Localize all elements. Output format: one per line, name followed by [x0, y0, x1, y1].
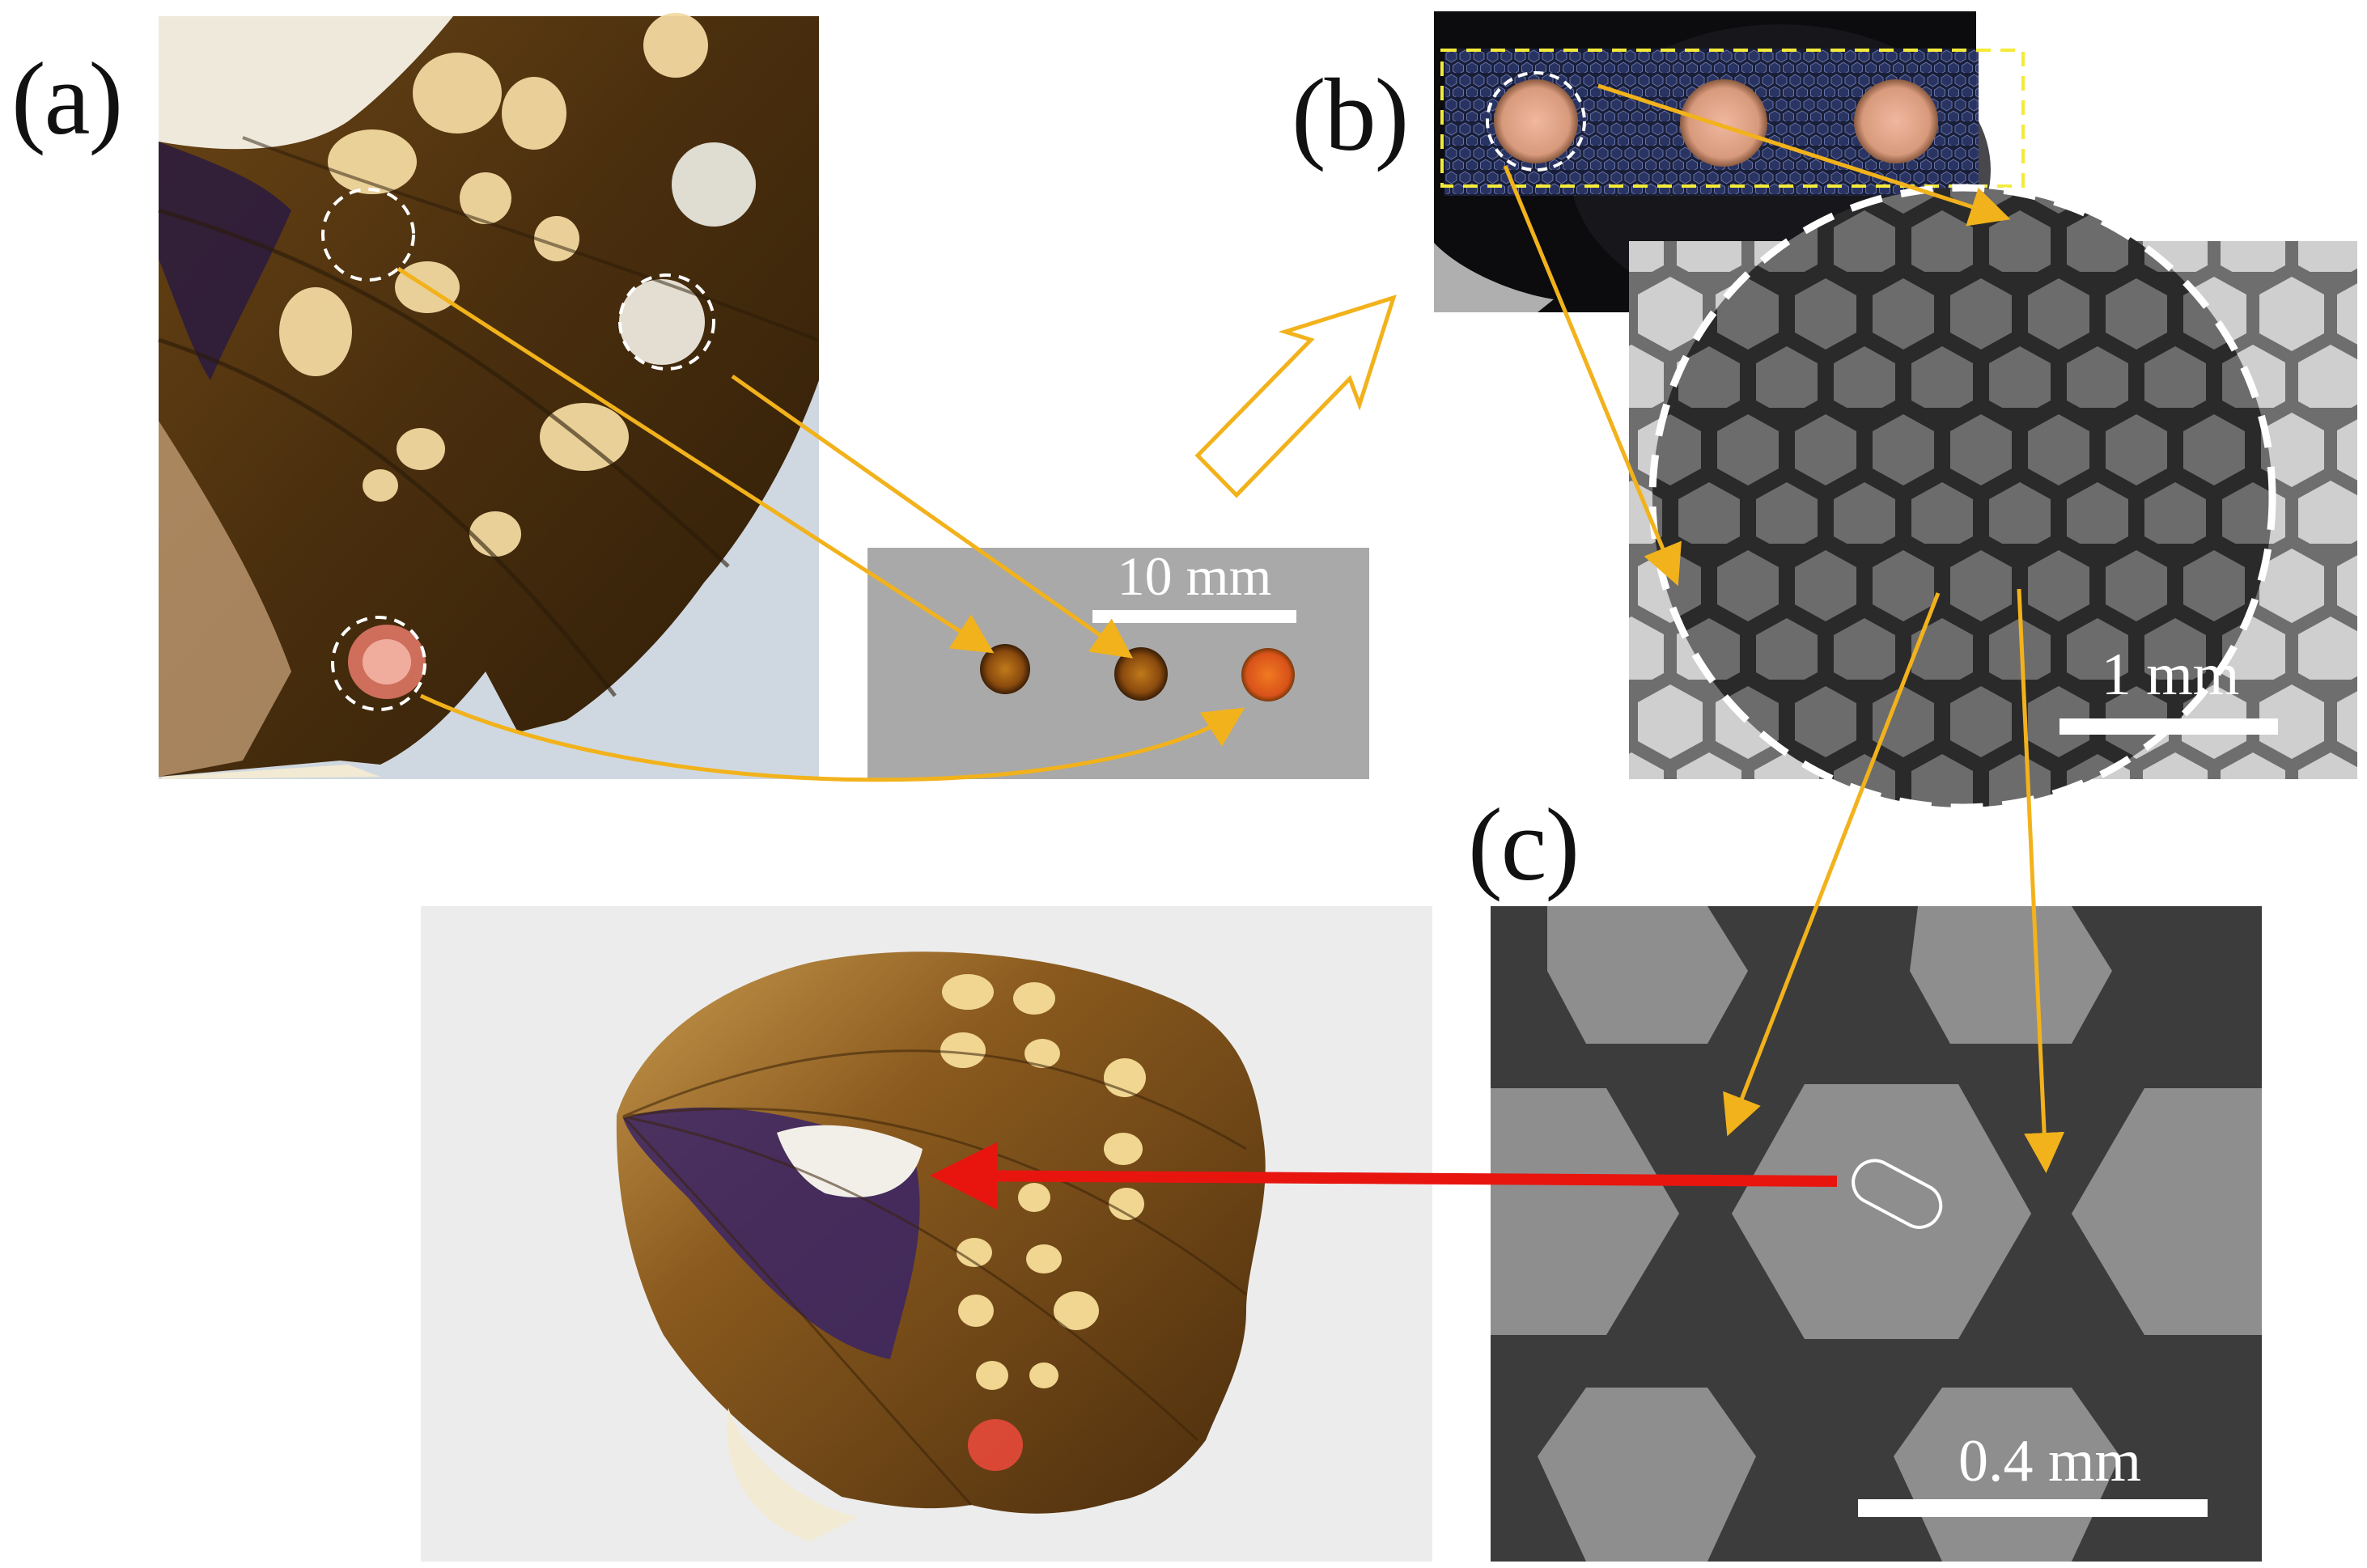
grid-magnified-photo: 1 mm	[1629, 184, 2357, 812]
panel-label-a: (a)	[11, 41, 123, 156]
sem-photo: 0.4 mm	[1491, 906, 2262, 1562]
full-wing-photo	[421, 906, 1432, 1562]
sample-circle-2	[618, 273, 715, 371]
scale-bar-sem	[1858, 1499, 2208, 1517]
grid-outline-box	[1440, 49, 2025, 188]
callout-arrow-5	[1503, 165, 1682, 587]
scale-label-grid: 1 mm	[2102, 642, 2240, 708]
callout-arrow-3	[419, 693, 1245, 782]
sample-circles-a	[321, 188, 715, 711]
transition-arrow-icon	[1194, 295, 1397, 498]
sample-circle-1	[321, 188, 415, 282]
location-arrow	[930, 1142, 1838, 1210]
punched-disks-photo: 10 mm	[867, 545, 1369, 779]
disk-2	[1114, 647, 1168, 701]
red-spot	[968, 1419, 1023, 1471]
sample-circle-3	[331, 616, 426, 711]
grid-disk-2	[1680, 79, 1767, 167]
callout-arrows-a	[397, 266, 1245, 782]
disk-3	[1241, 648, 1295, 701]
disk-1	[980, 644, 1030, 694]
callout-arrow-7	[2017, 588, 2065, 1173]
scale-bar-disks	[1092, 610, 1296, 623]
wing-closeup-photo	[158, 13, 819, 779]
scale-label-sem: 0.4 mm	[1958, 1428, 2141, 1494]
panel-label-c: (c)	[1468, 787, 1580, 902]
callout-arrow-4	[1597, 83, 2011, 227]
callout-arrows-c	[1723, 588, 2065, 1173]
grid-magnified-circle	[1648, 184, 2276, 812]
callout-arrows-b	[1503, 83, 2011, 587]
callout-arrow-6	[1723, 592, 1941, 1137]
scale-bar-grid	[2059, 718, 2278, 735]
grid-disk-1	[1494, 79, 1578, 163]
grid-disk-3	[1854, 79, 1938, 163]
panel-label-b: (b)	[1292, 57, 1409, 172]
callout-arrow-1	[397, 266, 995, 654]
sem-measurement-spot	[1852, 1159, 1943, 1229]
scale-label-disks: 10 mm	[1118, 545, 1272, 607]
grid-sample-circle	[1486, 71, 1586, 172]
callout-arrow-2	[731, 374, 1134, 659]
